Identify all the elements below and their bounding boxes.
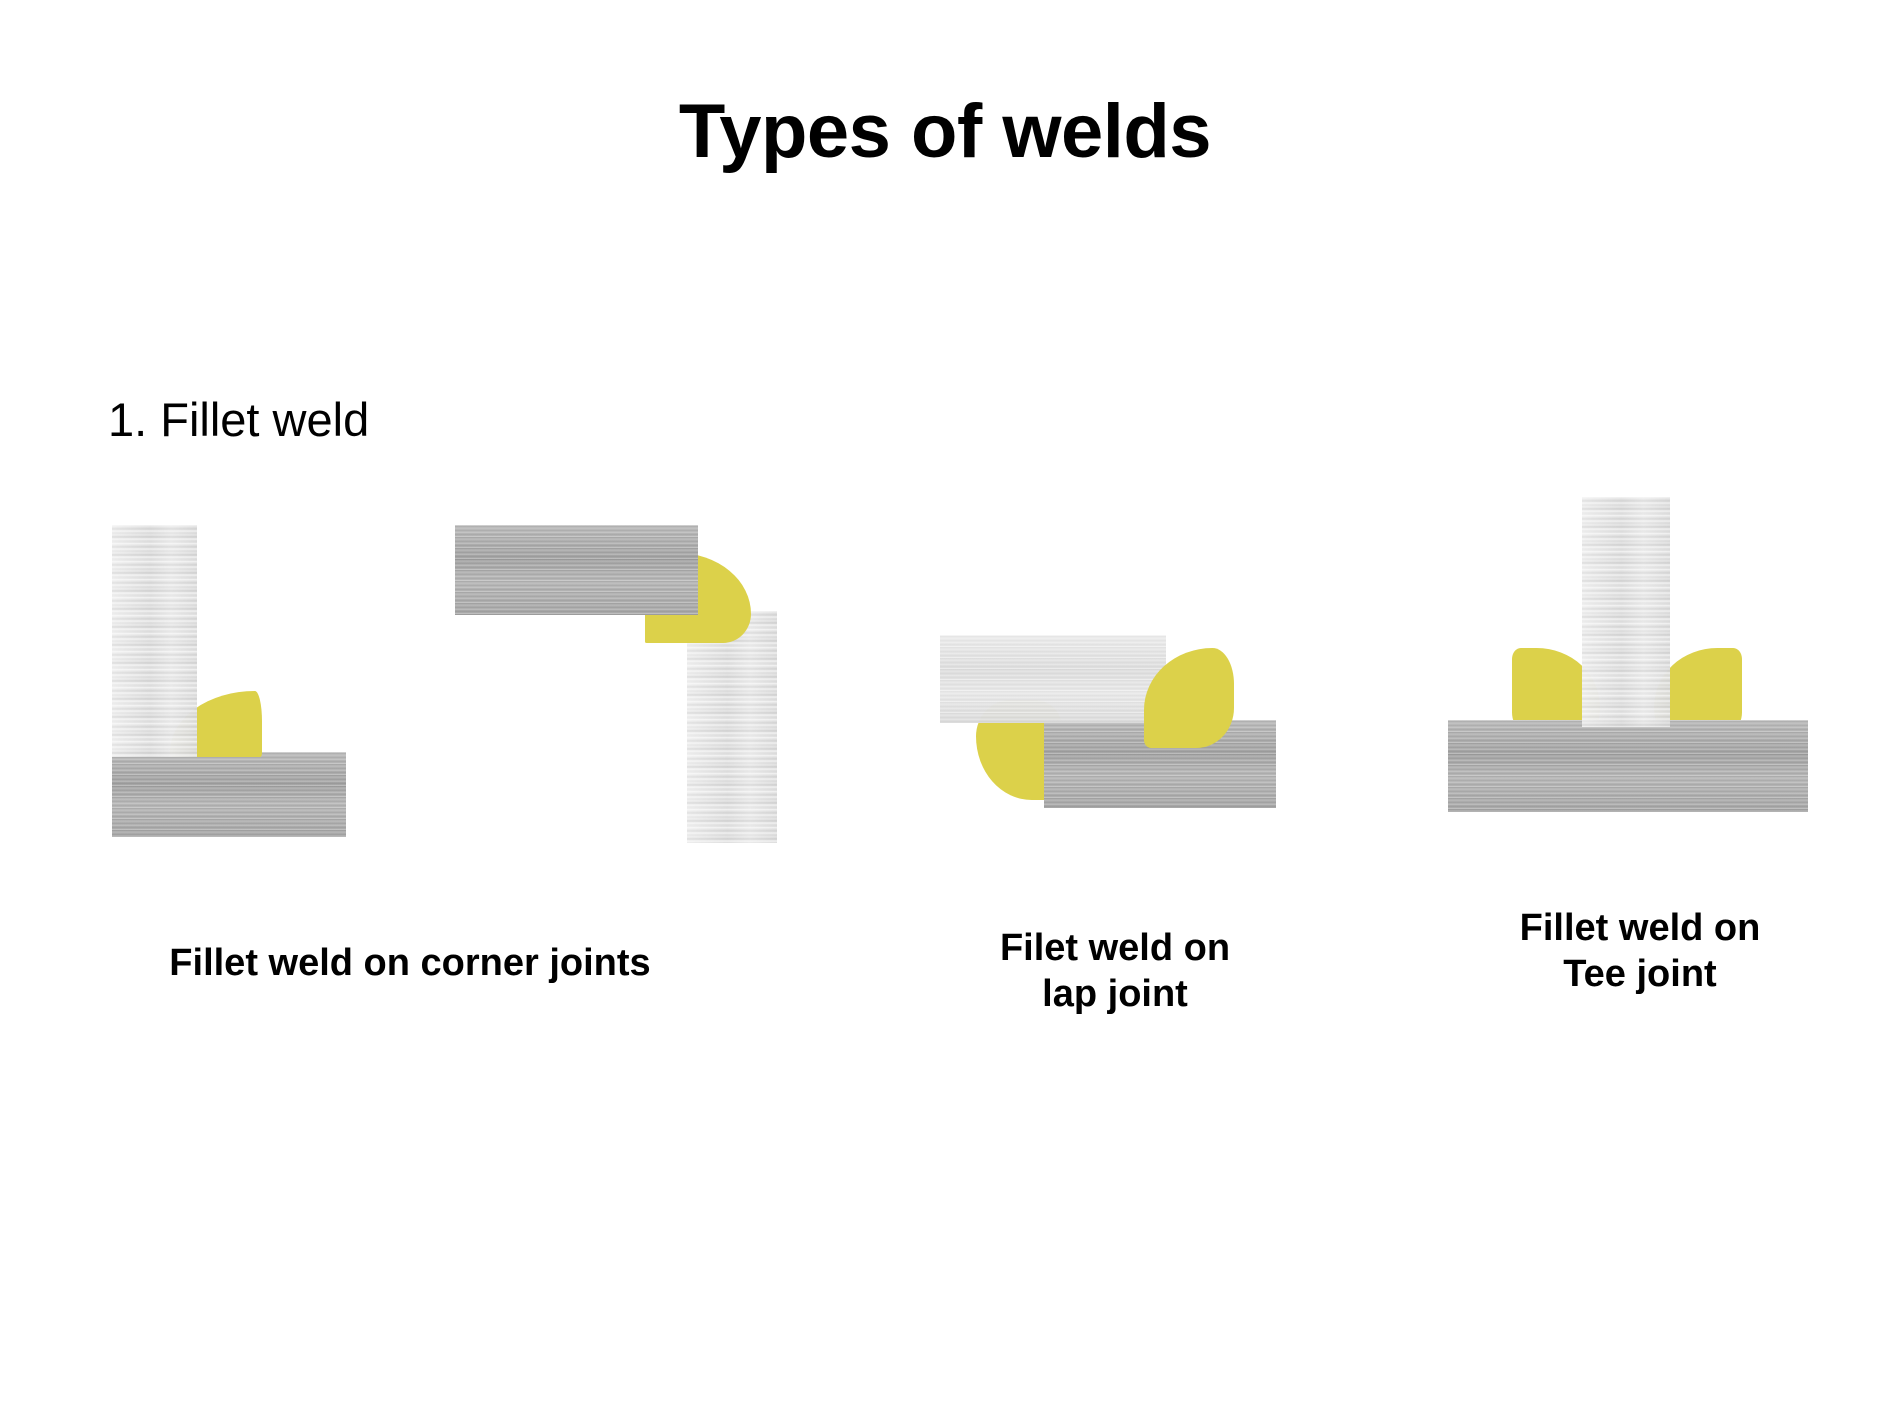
diagram-corner-joint-a: [112, 525, 362, 845]
caption-tee-joint: Fillet weld on Tee joint: [1519, 907, 1761, 996]
diagram-tee-joint: [1440, 480, 1840, 825]
upper-plate: [940, 635, 1166, 723]
page-title: Types of welds: [678, 89, 1212, 174]
caption-lap-joint: Filet weld on lap joint: [999, 927, 1231, 1016]
horizontal-plate: [112, 752, 346, 837]
diagram-lap-joint: [940, 620, 1340, 840]
web-plate: [1582, 497, 1670, 727]
vertical-plate: [687, 611, 777, 843]
horizontal-plate: [455, 525, 698, 615]
caption-corner-joints: Fillet weld on corner joints: [169, 942, 651, 984]
diagram-corner-joint-b: [455, 525, 785, 855]
section-heading: 1. Fillet weld: [108, 393, 370, 446]
vertical-plate: [112, 525, 197, 757]
base-plate: [1448, 720, 1808, 812]
